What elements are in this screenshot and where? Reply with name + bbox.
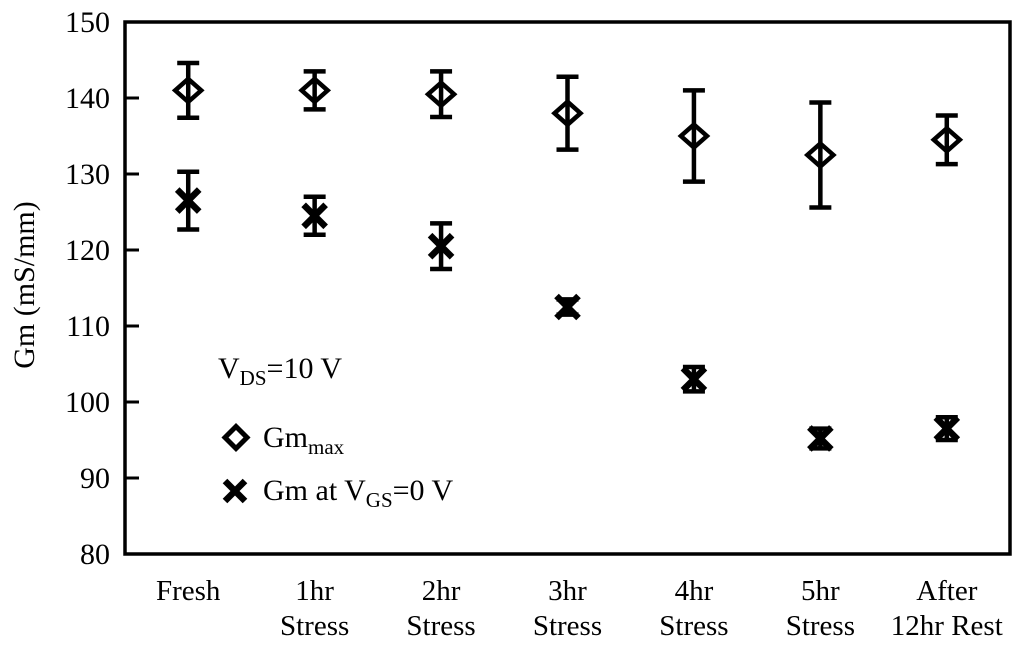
annotation-vds-pre: V bbox=[218, 352, 240, 385]
data-point-gmmax-diamond bbox=[677, 121, 711, 151]
data-point-gmmax-diamond bbox=[424, 79, 458, 109]
y-tick-label: 140 bbox=[65, 82, 110, 115]
annotation-vds-sub: DS bbox=[240, 366, 267, 390]
data-point-gmvgs0-x bbox=[933, 415, 961, 442]
x-tick-label: 4hr bbox=[675, 575, 714, 607]
x-tick-label: 3hr bbox=[548, 575, 587, 607]
data-point-gmvgs0-x bbox=[301, 202, 328, 230]
y-tick-label: 100 bbox=[65, 386, 110, 419]
x-tick-label: Stress bbox=[406, 610, 475, 642]
legend-gmmax-pre: Gm bbox=[263, 421, 308, 454]
legend-label-gmmax: Gmmax bbox=[263, 421, 345, 459]
data-point-gmmax-diamond bbox=[551, 98, 584, 128]
x-tick-label: Fresh bbox=[156, 575, 221, 607]
annotation-vds-post: =10 V bbox=[267, 352, 343, 385]
y-tick-label: 80 bbox=[80, 538, 110, 571]
x-tick-label: 5hr bbox=[801, 575, 840, 607]
data-point-gmvgs0-x bbox=[427, 232, 455, 260]
y-axis-title: Gm (mS/mm) bbox=[8, 201, 41, 369]
legend-gmvgs0-post: =0 V bbox=[393, 474, 454, 507]
plot-border bbox=[123, 20, 1012, 556]
x-tick-label: 2hr bbox=[422, 575, 461, 607]
data-point-gmmax-diamond bbox=[171, 75, 205, 105]
legend-gmmax-sub: max bbox=[308, 435, 345, 459]
annotation-vds: VDS=10 V bbox=[218, 352, 342, 390]
y-tick-label: 130 bbox=[65, 158, 110, 191]
data-point-gmvgs0-x bbox=[174, 187, 202, 214]
x-tick-label: Stress bbox=[659, 610, 728, 642]
data-point-gmvgs0-x bbox=[554, 293, 581, 321]
x-tick-label: Stress bbox=[280, 610, 349, 642]
x-tick-label: Stress bbox=[786, 610, 855, 642]
x-tick-label: After bbox=[916, 575, 978, 607]
legend-gmvgs0-pre: Gm at V bbox=[263, 474, 366, 507]
x-tick-label: 12hr Rest bbox=[891, 610, 1003, 642]
data-point-gmmax-diamond bbox=[298, 75, 332, 105]
x-tick-label: Stress bbox=[533, 610, 602, 642]
x-tick-label: 1hr bbox=[295, 575, 334, 607]
data-point-gmmax-diamond bbox=[803, 140, 837, 170]
data-point-gmvgs0-x bbox=[807, 425, 834, 452]
legend-marker-x-icon bbox=[222, 478, 248, 504]
y-tick-label: 150 bbox=[65, 6, 110, 39]
data-point-gmmax-diamond bbox=[930, 125, 964, 155]
legend-marker-diamond-icon bbox=[221, 422, 251, 453]
y-tick-label: 90 bbox=[80, 462, 110, 495]
y-tick-label: 110 bbox=[66, 310, 110, 343]
legend-label-gmvgs0: Gm at VGS=0 V bbox=[263, 474, 454, 512]
legend-gmvgs0-sub: GS bbox=[366, 488, 393, 512]
legend: Gmmax Gm at VGS=0 V bbox=[221, 421, 454, 512]
y-tick-label: 120 bbox=[65, 234, 110, 267]
data-point-gmvgs0-x bbox=[680, 365, 708, 393]
